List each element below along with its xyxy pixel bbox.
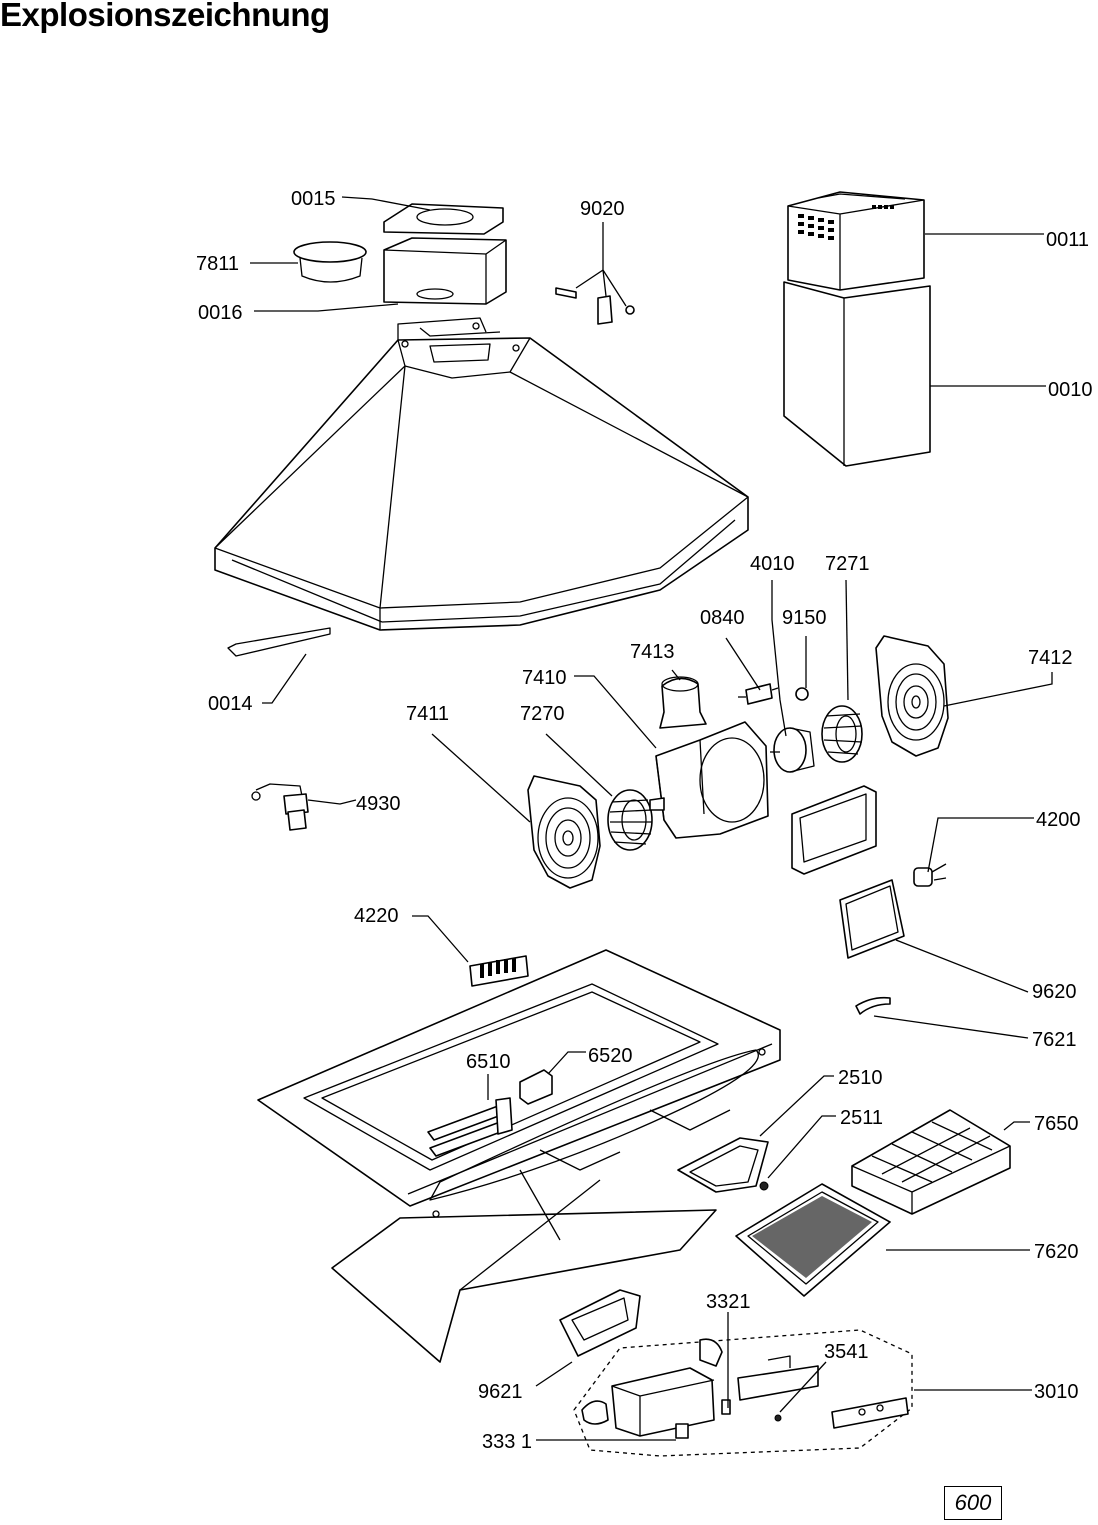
part-7620-grease-filter [735,1183,891,1297]
label-7270: 7270 [520,703,565,725]
part-7270-wheel [607,789,653,851]
part-0014-rod [227,627,331,657]
page-title: Explosionszeichnung [0,0,330,33]
part-0840-shaft [738,683,779,705]
part-4200-lampholder [913,863,947,887]
label-7620: 7620 [1034,1241,1079,1263]
label-4930: 4930 [356,793,401,815]
label-9150: 9150 [782,607,827,629]
part-2511-screw [759,1181,769,1191]
part-7650-filter [851,1109,1011,1215]
control-group-3010 [559,1289,913,1457]
part-0016-box [383,237,507,305]
label-3331: 333 1 [482,1431,532,1453]
label-7811: 7811 [196,253,239,275]
label-0840: 0840 [700,607,745,629]
part-7412-volute [875,635,949,757]
part-7413-capacitor [659,676,707,729]
label-9620: 9620 [1032,981,1077,1003]
part-light-frame [791,785,877,875]
part-4930-switch [251,783,309,831]
bottom-frame [257,949,781,1363]
part-6510-tube [427,1097,513,1157]
part-2510-cover [677,1137,769,1193]
label-7271: 7271 [825,553,870,575]
label-0015: 0015 [291,188,336,210]
label-0011: 0011 [1046,229,1089,251]
label-7410: 7410 [522,667,567,689]
label-7411: 7411 [406,703,449,725]
label-0010: 0010 [1048,379,1093,401]
part-7811-ring [293,241,367,283]
label-0016: 0016 [198,302,243,324]
chimney [783,191,931,467]
label-6520: 6520 [588,1045,633,1067]
label-9020: 9020 [580,198,625,220]
page-number-box: 600 [944,1486,1002,1520]
hood-canopy [214,317,749,631]
label-7413: 7413 [630,641,675,663]
part-labels: 0015 9020 0011 7811 0016 0010 4010 7271 … [196,188,1093,1453]
label-6510: 6510 [466,1051,511,1073]
label-4200: 4200 [1036,809,1081,831]
label-9621: 9621 [478,1381,523,1403]
label-3541: 3541 [824,1341,869,1363]
part-9020-hardware [555,287,635,325]
label-3321: 3321 [706,1291,751,1313]
label-2511: 2511 [840,1107,883,1129]
label-7650: 7650 [1034,1113,1079,1135]
leader-lines [250,196,1053,1441]
part-7410-housing [649,721,769,839]
part-9150-nut [795,687,809,701]
label-7621: 7621 [1032,1029,1077,1051]
part-7411-volute [527,775,601,889]
label-2510: 2510 [838,1067,883,1089]
label-4010: 4010 [750,553,795,575]
label-3010: 3010 [1034,1381,1079,1403]
part-7621-clip [855,996,891,1015]
label-4220: 4220 [354,905,399,927]
part-4010-motor [770,727,815,773]
part-9620-glass [839,879,905,959]
part-7271-wheel [821,705,863,763]
part-6520-holder [519,1069,553,1105]
part-0015-plate [383,203,504,235]
label-7412: 7412 [1028,647,1073,669]
label-0014: 0014 [208,693,253,715]
part-4220-terminal [469,955,529,987]
